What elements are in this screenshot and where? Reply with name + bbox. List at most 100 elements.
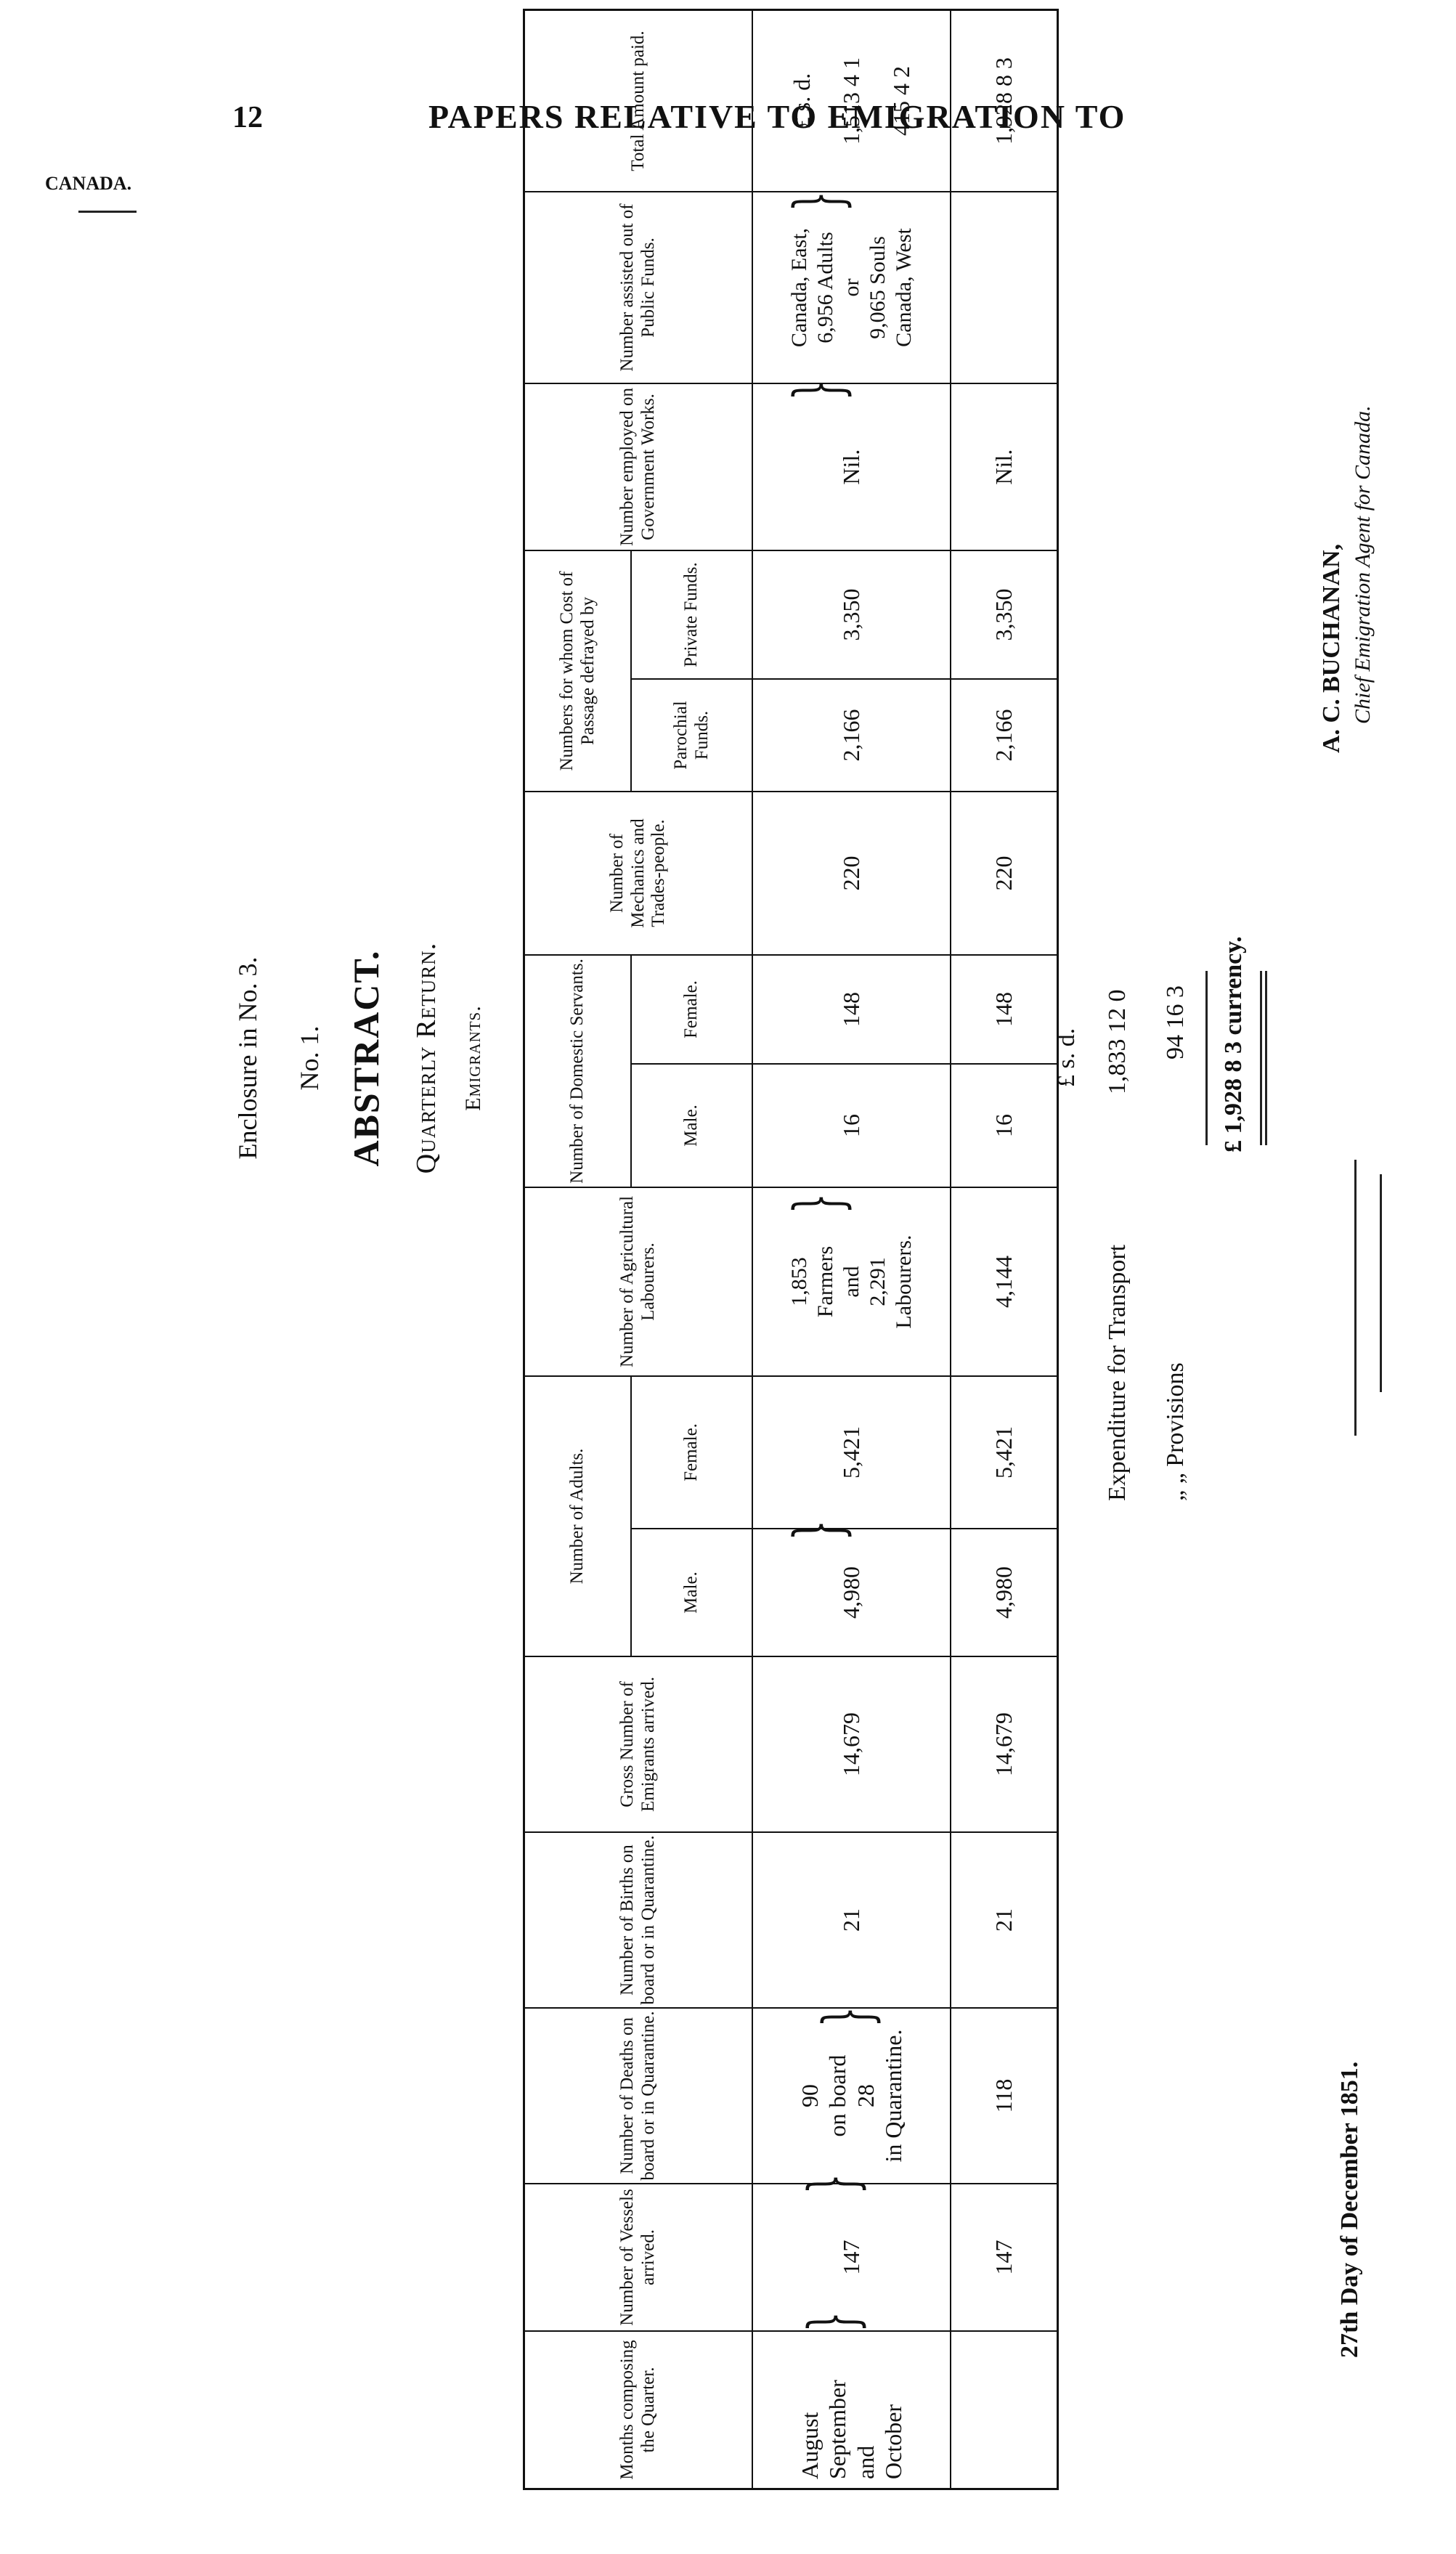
brace-public: } (781, 380, 857, 401)
header-public: Number assisted out of Public Funds. (617, 203, 658, 372)
public-line-4: 9,065 Souls (865, 236, 890, 339)
side-note: CANADA. (45, 173, 132, 194)
deaths-line-1: 90 (796, 2084, 823, 2107)
brace-vessels-right: } (795, 2173, 871, 2195)
emigrants-heading: Emigrants. (461, 1005, 485, 1111)
total-private-value: 3,350 (991, 588, 1017, 641)
total-gross: 14,679 (951, 1657, 1057, 1831)
header-parochial: Parochial Funds. (670, 701, 712, 770)
total-amount-sum: 1,928 8 3 (991, 57, 1017, 145)
provisions-label: „ „ Provisions (1162, 1362, 1189, 1501)
header-vessels: Number of Vessels arrived. (617, 2189, 658, 2326)
double-rule-2 (1265, 971, 1267, 1145)
adults-female-value: 5,421 (838, 1426, 865, 1479)
total-adults-female-value: 5,421 (991, 1426, 1017, 1479)
gross-value: 14,679 (838, 1712, 865, 1776)
provisions-value: 94 16 3 (1162, 985, 1189, 1060)
deaths-line-4: in Quarantine. (879, 2029, 906, 2163)
total-adults-male-value: 4,980 (991, 1566, 1017, 1619)
header-adults: Number of Adults. (567, 1448, 587, 1585)
total-vessels: 147 (951, 2184, 1057, 2330)
government-value: Nil. (838, 449, 865, 485)
government-cell: Nil. (753, 384, 950, 550)
total-mechanics-value: 220 (991, 855, 1017, 891)
header-government: Number employed on Government Works. (617, 388, 658, 547)
total-government-value: Nil. (991, 449, 1017, 485)
agricultural-line-1: 1,853 (786, 1257, 811, 1306)
private-value: 3,350 (838, 588, 865, 641)
public-line-2: 6,956 Adults (813, 232, 837, 343)
agricultural-line-2: Farmers (813, 1245, 837, 1318)
header-domestic-male: Male. (681, 1105, 701, 1147)
month-1: August (796, 2412, 823, 2479)
domestic-female-value: 148 (838, 992, 865, 1027)
separator-rule-2 (1380, 1174, 1382, 1392)
public-line-1: Canada, East, (786, 227, 811, 348)
total-private: 3,350 (951, 551, 1057, 678)
adults-female-cell: 5,421 (753, 1377, 950, 1528)
page-number: 12 (232, 101, 263, 134)
total-amount-2: 415 4 2 (887, 66, 914, 136)
total-vessels-value: 147 (991, 2240, 1017, 2275)
total-domestic-male: 16 (951, 1065, 1057, 1187)
header-mechanics: Number of Mechanics and Trades-people. (606, 818, 669, 928)
running-head: PAPERS RELATIVE TO EMIGRATION TO (428, 98, 1126, 135)
brace-domestic: } (781, 1193, 857, 1214)
vessels-cell: 147 (753, 2184, 950, 2330)
public-line-5: Canada, West (891, 228, 916, 347)
number-heading: No. 1. (295, 1025, 324, 1091)
private-cell: 3,350 (753, 551, 950, 678)
header-domestic: Number of Domestic Servants. (567, 959, 587, 1184)
agricultural-line-5: Labourers. (891, 1235, 916, 1329)
agricultural-cell: 1,853 Farmers and 2,291 Labourers. (753, 1188, 950, 1375)
gross-cell: 14,679 (753, 1657, 950, 1831)
month-3: and (852, 2445, 879, 2479)
births-cell: 21 (753, 1833, 950, 2007)
agricultural-line-4: 2,291 (865, 1257, 890, 1306)
adults-male-value: 4,980 (838, 1566, 865, 1619)
signature-title: Chief Emigration Agent for Canada. (1351, 405, 1375, 724)
total-agricultural: 4,144 (951, 1188, 1057, 1375)
currency-head: £ s. d. (1053, 1028, 1080, 1087)
total-gross-value: 14,679 (991, 1712, 1017, 1776)
header-adults-female: Female. (681, 1423, 701, 1481)
domestic-male-cell: 16 (753, 1065, 950, 1187)
total-domestic-female: 148 (951, 956, 1057, 1063)
mechanics-cell: 220 (753, 792, 950, 954)
header-agricultural: Number of Agricultural Labourers. (617, 1195, 658, 1368)
header-deaths: Number of Deaths on board or in Quaranti… (617, 2011, 658, 2181)
total-currency-head: £ s. d. (788, 73, 815, 129)
brace-births: } (810, 2006, 886, 2028)
total-births-value: 21 (991, 1908, 1017, 1932)
brace-total: } (781, 191, 857, 212)
header-private: Private Funds. (681, 562, 701, 667)
total-domestic-female-value: 148 (991, 992, 1017, 1027)
header-total: Total Amount paid. (627, 30, 648, 171)
deaths-line-3: 28 (852, 2084, 879, 2107)
parochial-value: 2,166 (838, 709, 865, 762)
parochial-cell: 2,166 (753, 680, 950, 791)
signature-name: A. C. BUCHANAN, (1318, 543, 1345, 753)
date-line: 27th Day of December 1851. (1336, 2061, 1363, 2358)
total-deaths-value: 118 (991, 2078, 1017, 2113)
total-domestic-male-value: 16 (991, 1114, 1017, 1137)
deaths-line-2: on board (824, 2054, 851, 2137)
total-parochial-value: 2,166 (991, 709, 1017, 762)
domestic-male-value: 16 (838, 1114, 865, 1137)
brace-adults: } (781, 1520, 857, 1541)
transport-label: Expenditure for Transport (1104, 1244, 1131, 1501)
side-note-rule (78, 211, 137, 213)
abstract-table: Months composing the Quarter. Number of … (523, 9, 1059, 2490)
month-2: September (824, 2380, 851, 2479)
separator-rule (1354, 1160, 1357, 1436)
month-4: October (879, 2404, 906, 2479)
header-domestic-female: Female. (681, 980, 701, 1038)
total-agricultural-value: 4,144 (991, 1256, 1017, 1308)
adults-male-cell: 4,980 (753, 1529, 950, 1656)
vessels-value: 147 (838, 2240, 865, 2275)
header-adults-male: Male. (681, 1571, 701, 1614)
total-deaths: 118 (951, 2009, 1057, 2183)
births-value: 21 (838, 1908, 865, 1932)
